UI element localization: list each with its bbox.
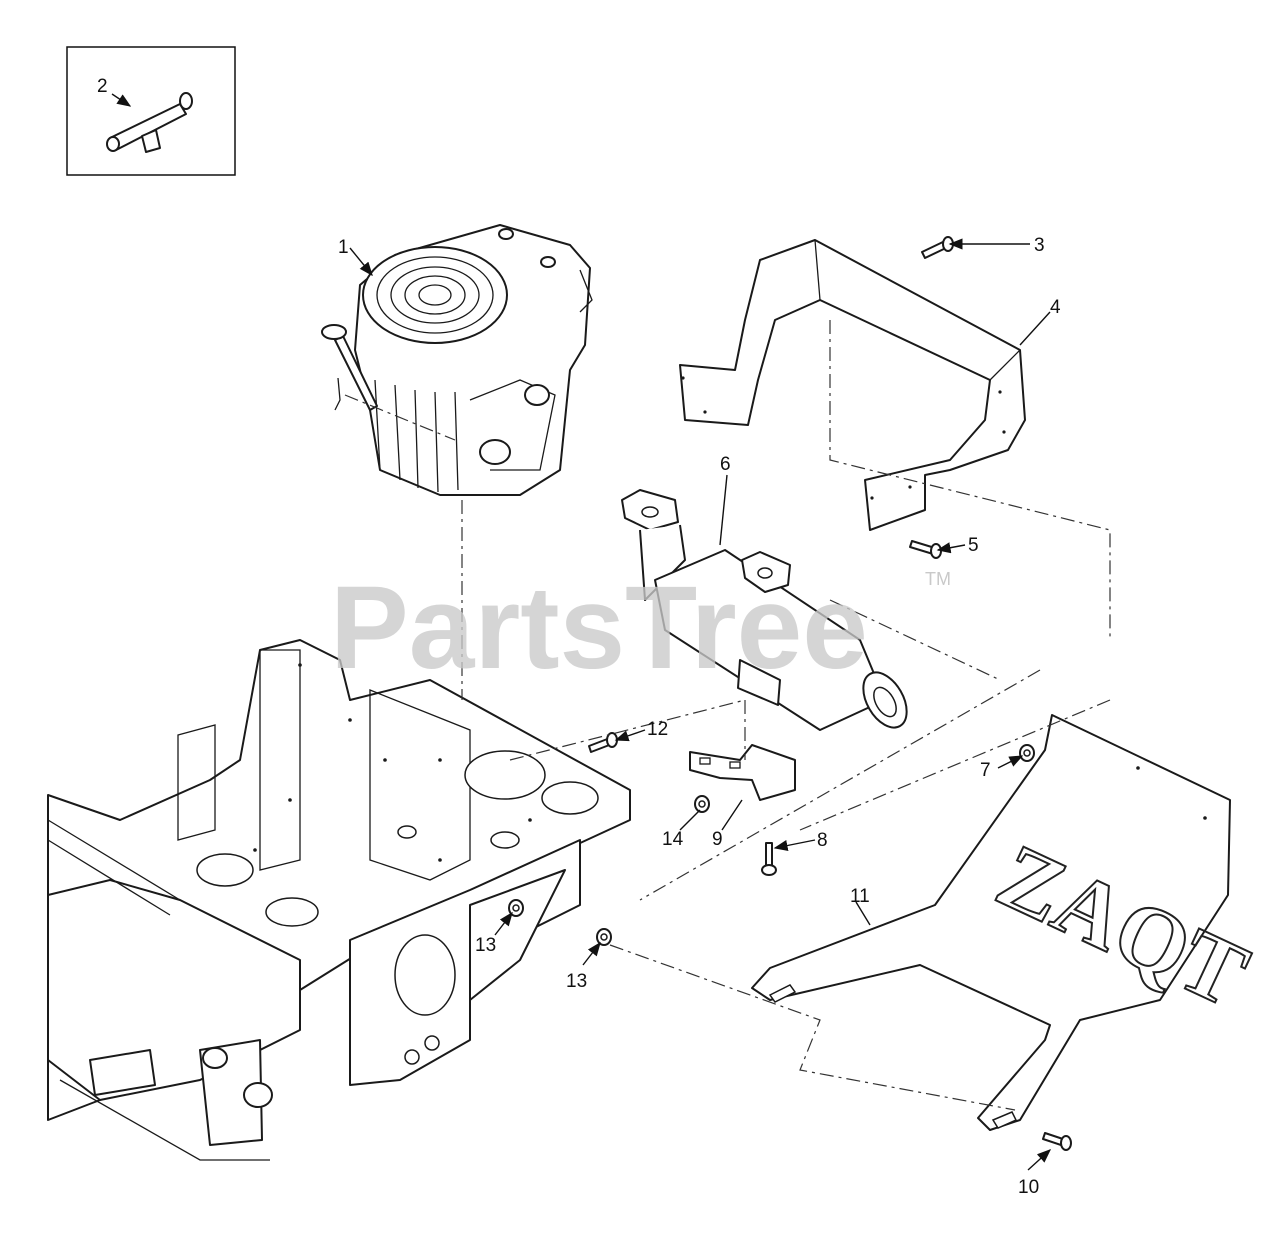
callout-11: 11	[850, 886, 870, 907]
watermark: PartsTree TM	[330, 562, 951, 694]
leader-lines	[111, 93, 1052, 1171]
callout-13-upper: 13	[475, 935, 496, 956]
bracket-part-9	[689, 744, 796, 801]
callout-1: 1	[338, 237, 349, 258]
bolt-part-10	[1042, 1132, 1072, 1151]
bolt-part-3	[921, 236, 954, 259]
callout-4: 4	[1050, 297, 1061, 318]
nut-part-13b	[596, 928, 612, 946]
callout-13-lower: 13	[566, 971, 587, 992]
callout-7: 7	[980, 760, 991, 781]
callout-10: 10	[1018, 1177, 1039, 1198]
trademark-mark: TM	[925, 569, 951, 589]
watermark-text: PartsTree	[330, 562, 868, 694]
inset-box	[66, 46, 236, 176]
callout-8: 8	[817, 830, 828, 851]
exhaust-shield-part-4	[679, 239, 1026, 531]
callout-3: 3	[1034, 235, 1045, 256]
fitting-part-2	[106, 92, 193, 153]
callout-9: 9	[712, 829, 723, 850]
callout-2: 2	[97, 76, 108, 97]
bolt-part-5	[909, 540, 942, 559]
callout-12: 12	[647, 719, 668, 740]
engine-part-1	[321, 224, 593, 496]
callout-6: 6	[720, 454, 731, 475]
nut-part-7	[1019, 744, 1035, 762]
callouts: 2 1 3 4 5 6 7 8 9 10 11 12 13 13 14	[97, 76, 1061, 1198]
muffler-part-6	[621, 489, 908, 731]
bolt-part-12	[588, 732, 618, 753]
callout-5: 5	[968, 535, 979, 556]
bolt-part-8	[761, 842, 777, 876]
assembly-lines	[344, 320, 1111, 1111]
chassis-frame	[47, 639, 631, 1161]
nut-part-14	[694, 795, 710, 813]
heat-shield-part-11: ZAQT	[751, 714, 1263, 1131]
callout-14: 14	[662, 829, 684, 850]
